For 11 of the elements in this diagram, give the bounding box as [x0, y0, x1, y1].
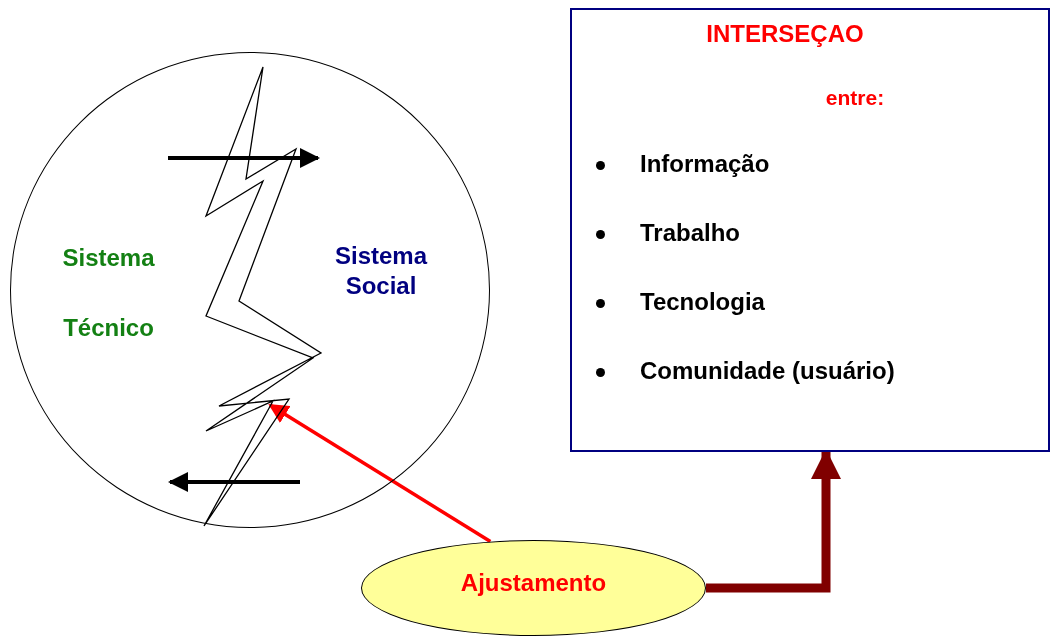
- list-item: Informação: [640, 150, 770, 178]
- list-item: Comunidade (usuário): [640, 357, 895, 385]
- box-subheading: entre:: [824, 86, 886, 110]
- arrow: [268, 403, 492, 543]
- ellipse-label: Ajustamento: [459, 569, 608, 597]
- system-label: Sistema Social: [333, 241, 429, 301]
- list-item: Trabalho: [640, 219, 741, 247]
- text-box: [570, 8, 1050, 452]
- box-heading: INTERSEÇAO: [705, 20, 865, 48]
- system-label: Sistema Técnico: [61, 243, 156, 343]
- list-item: Tecnologia: [640, 288, 765, 316]
